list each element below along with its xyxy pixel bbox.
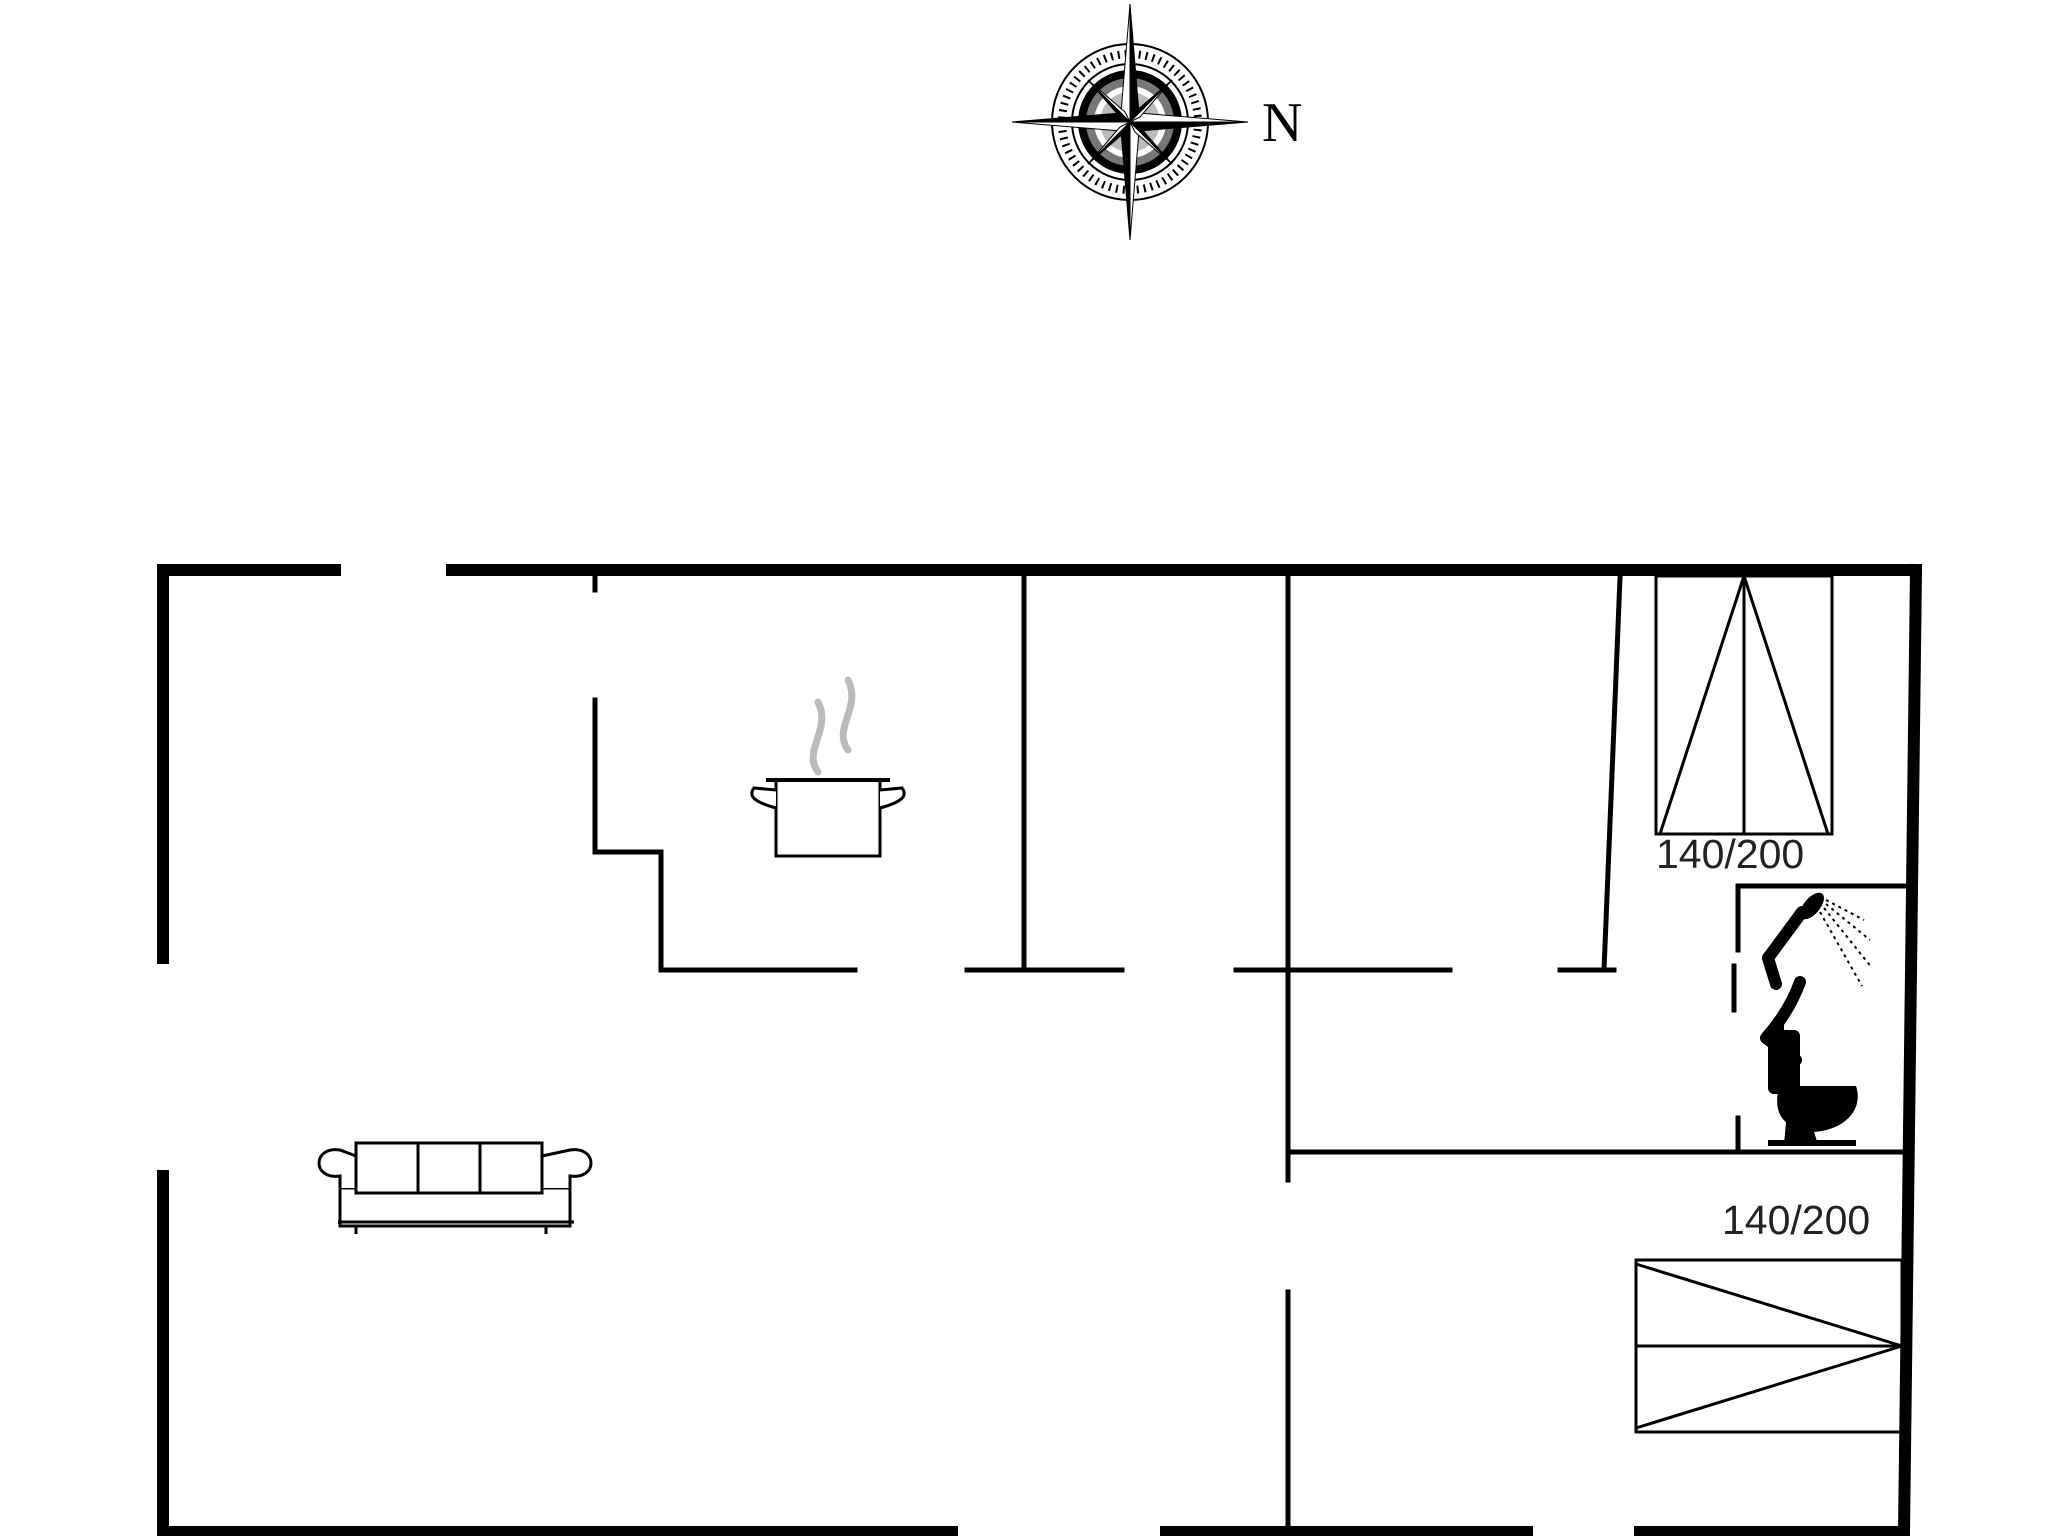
bed-2 [1634,1258,1904,1434]
bed-1 [1654,574,1834,836]
outer-walls [157,563,1923,1536]
compass-rose-icon [1011,3,1249,241]
shower-icon [1760,892,1873,1066]
bed-2-size-label: 140/200 [1722,1197,1870,1243]
interior-walls [592,573,1907,1535]
sofa-icon [317,1141,593,1234]
bed-1-size-label: 140/200 [1656,831,1804,877]
north-label: N [1262,92,1302,154]
toilet-icon [1768,1020,1858,1146]
cooking-pot-icon [750,676,906,858]
